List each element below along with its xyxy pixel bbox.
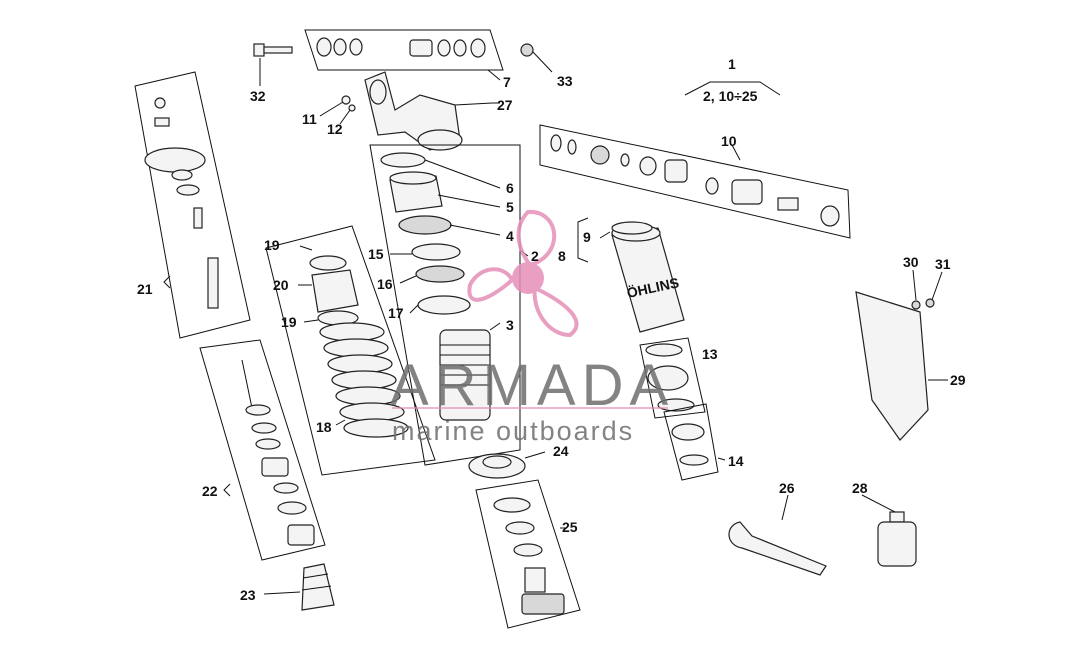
label-4: 4	[506, 228, 514, 244]
reservoir-8[interactable]: ÖHLINS	[611, 224, 685, 333]
label-13: 13	[702, 346, 718, 362]
label-11: 11	[302, 111, 317, 127]
label-14: 14	[728, 453, 744, 469]
spanner-wrench-26[interactable]	[728, 521, 827, 576]
bracket-left-group	[265, 225, 436, 476]
washer-17[interactable]	[417, 295, 471, 315]
label-6: 6	[506, 180, 514, 196]
bump-stop-23[interactable]	[301, 563, 335, 611]
label-28: 28	[852, 480, 868, 496]
label-25: 25	[562, 519, 578, 535]
label-1-sub: 2, 10÷25	[703, 88, 758, 104]
leader-lines	[163, 58, 948, 595]
label-18: 18	[316, 419, 332, 435]
mud-guard-29[interactable]	[855, 291, 929, 441]
spring-18[interactable]	[319, 322, 409, 438]
label-3: 3	[506, 317, 514, 333]
damper-body-3[interactable]	[439, 329, 491, 421]
o-ring-6[interactable]	[380, 152, 426, 168]
label-5: 5	[506, 199, 514, 215]
bolt-32[interactable]	[253, 43, 293, 57]
callout-labels: 1 2, 10÷25 2 3 4 5 6 7 8 9 10 11 12 13 1…	[137, 56, 966, 603]
label-15: 15	[368, 246, 384, 262]
label-9: 9	[583, 229, 591, 245]
label-19-bottom: 19	[281, 314, 297, 330]
propeller-logo	[467, 209, 579, 338]
o-ring-9[interactable]	[611, 221, 653, 235]
adjuster-assembly-10[interactable]	[539, 124, 851, 239]
watermark-tagline: marine outboards	[392, 416, 634, 446]
label-12: 12	[327, 121, 343, 137]
screw-30-31[interactable]	[911, 298, 935, 310]
spacer-5[interactable]	[389, 171, 443, 213]
label-10: 10	[721, 133, 737, 149]
label-33: 33	[557, 73, 573, 89]
label-30: 30	[903, 254, 919, 270]
nipple-11-12[interactable]	[319, 95, 356, 125]
valve-assembly-22[interactable]	[199, 339, 326, 561]
spring-seat-24[interactable]	[468, 453, 526, 479]
ring-nut-15[interactable]	[411, 243, 461, 261]
label-8: 8	[558, 248, 566, 264]
label-31: 31	[935, 256, 951, 272]
lower-eye-25[interactable]	[475, 479, 581, 629]
label-23: 23	[240, 587, 256, 603]
ring-nut-4[interactable]	[398, 215, 452, 235]
label-21: 21	[137, 281, 153, 297]
label-17: 17	[388, 305, 404, 321]
bracket-2	[369, 144, 521, 466]
shaft-assembly-21[interactable]	[134, 71, 251, 339]
oil-bottle-28[interactable]	[877, 511, 917, 567]
bushing-set-7[interactable]	[304, 29, 504, 71]
label-2: 2	[531, 248, 539, 264]
label-24: 24	[553, 443, 569, 459]
label-26: 26	[779, 480, 795, 496]
watermark: ARMADA marine outboards	[390, 209, 674, 446]
label-19-top: 19	[264, 237, 280, 253]
watermark-brand: ARMADA	[390, 353, 674, 418]
label-16: 16	[377, 276, 393, 292]
collar-20[interactable]	[311, 269, 359, 313]
label-1: 1	[728, 56, 736, 72]
label-7: 7	[503, 74, 511, 90]
collar-19-top[interactable]	[309, 255, 347, 271]
label-32: 32	[250, 88, 266, 104]
label-29: 29	[950, 372, 966, 388]
nut-33[interactable]	[520, 43, 553, 73]
ring-nut-16[interactable]	[415, 265, 465, 283]
label-20: 20	[273, 277, 289, 293]
top-mount-27[interactable]	[364, 71, 493, 151]
cap-kit-14[interactable]	[663, 403, 719, 481]
label-27: 27	[497, 97, 513, 113]
label-22: 22	[202, 483, 218, 499]
